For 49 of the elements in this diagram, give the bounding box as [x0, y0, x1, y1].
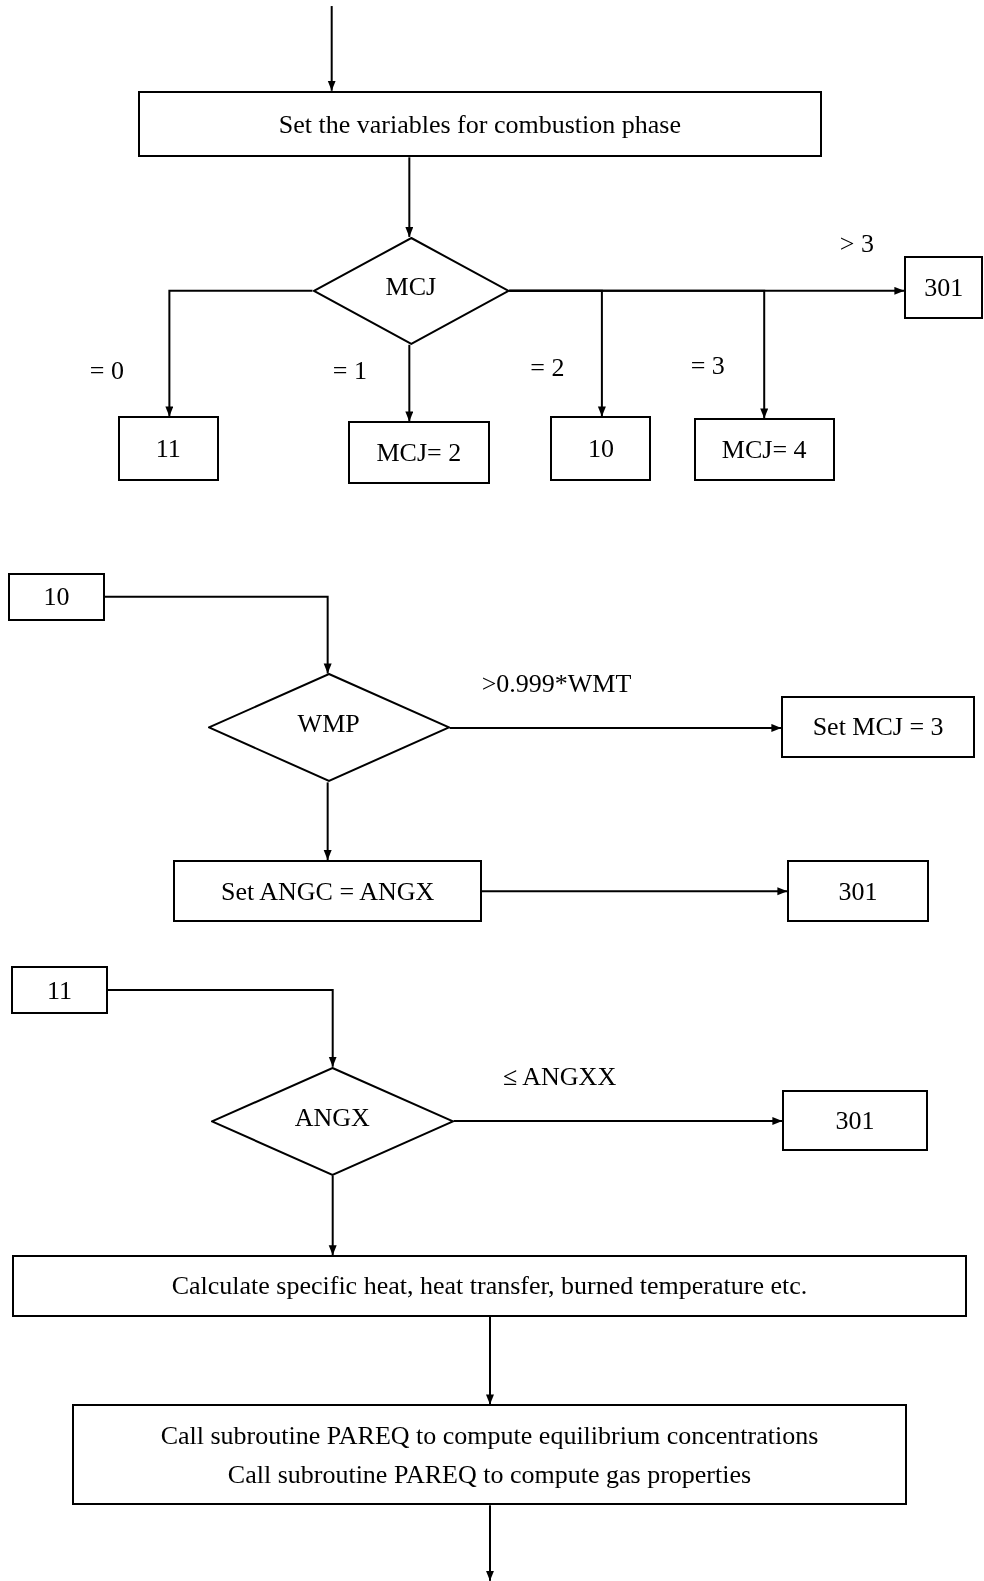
node-text: WMP — [297, 708, 360, 741]
process-box — [12, 1255, 967, 1317]
node-text: MCJ= 4 — [721, 434, 807, 467]
decision-diamond — [207, 673, 450, 783]
process-box — [117, 416, 219, 481]
process-box — [904, 256, 983, 319]
node-text: Call subroutine PAREQ to compute gas properties — [227, 1458, 752, 1491]
node-text: 11 — [46, 974, 72, 1007]
node-text: 11 — [155, 433, 181, 466]
arrow — [165, 289, 314, 418]
arrow — [480, 887, 789, 896]
arrow — [448, 723, 783, 732]
decision-diamond — [210, 1066, 454, 1176]
node-text: 10 — [43, 581, 70, 614]
decision-diamond — [312, 236, 510, 345]
node-text: Set MCJ = 3 — [812, 711, 944, 744]
process-box — [173, 860, 482, 923]
process-box — [693, 418, 835, 481]
process-box — [8, 572, 105, 622]
arrow — [328, 1174, 337, 1257]
arrow — [486, 1504, 494, 1581]
arrow — [405, 343, 414, 423]
node-text: ANGX — [294, 1101, 370, 1134]
arrow — [106, 989, 337, 1068]
arrow — [405, 156, 414, 238]
node-text: Set ANGC = ANGX — [221, 875, 435, 908]
process-box — [138, 90, 822, 158]
arrow — [323, 781, 332, 861]
process-box — [71, 1404, 908, 1506]
process-box — [550, 416, 652, 481]
node-text: 301 — [835, 1105, 875, 1138]
node-text: 10 — [587, 433, 614, 466]
process-box — [787, 860, 929, 923]
node-text: Call subroutine PAREQ to compute equilibrium concentrations — [160, 1419, 819, 1452]
process-box — [781, 695, 975, 759]
node-text: MCJ — [385, 271, 437, 304]
arrow — [508, 286, 906, 295]
node-text: MCJ= 2 — [376, 437, 462, 470]
node-text: 301 — [838, 875, 878, 908]
node-text: Calculate specific heat, heat transfer, burned temperature etc. — [171, 1270, 808, 1303]
arrow — [452, 1117, 784, 1126]
node-text: 301 — [924, 271, 964, 304]
process-box — [11, 965, 108, 1015]
arrow — [103, 595, 332, 675]
node-text: Set the variables for combustion phase — [278, 108, 681, 141]
process-box — [782, 1089, 928, 1152]
arrow — [486, 1315, 494, 1406]
arrow — [327, 5, 336, 92]
process-box — [347, 421, 490, 484]
